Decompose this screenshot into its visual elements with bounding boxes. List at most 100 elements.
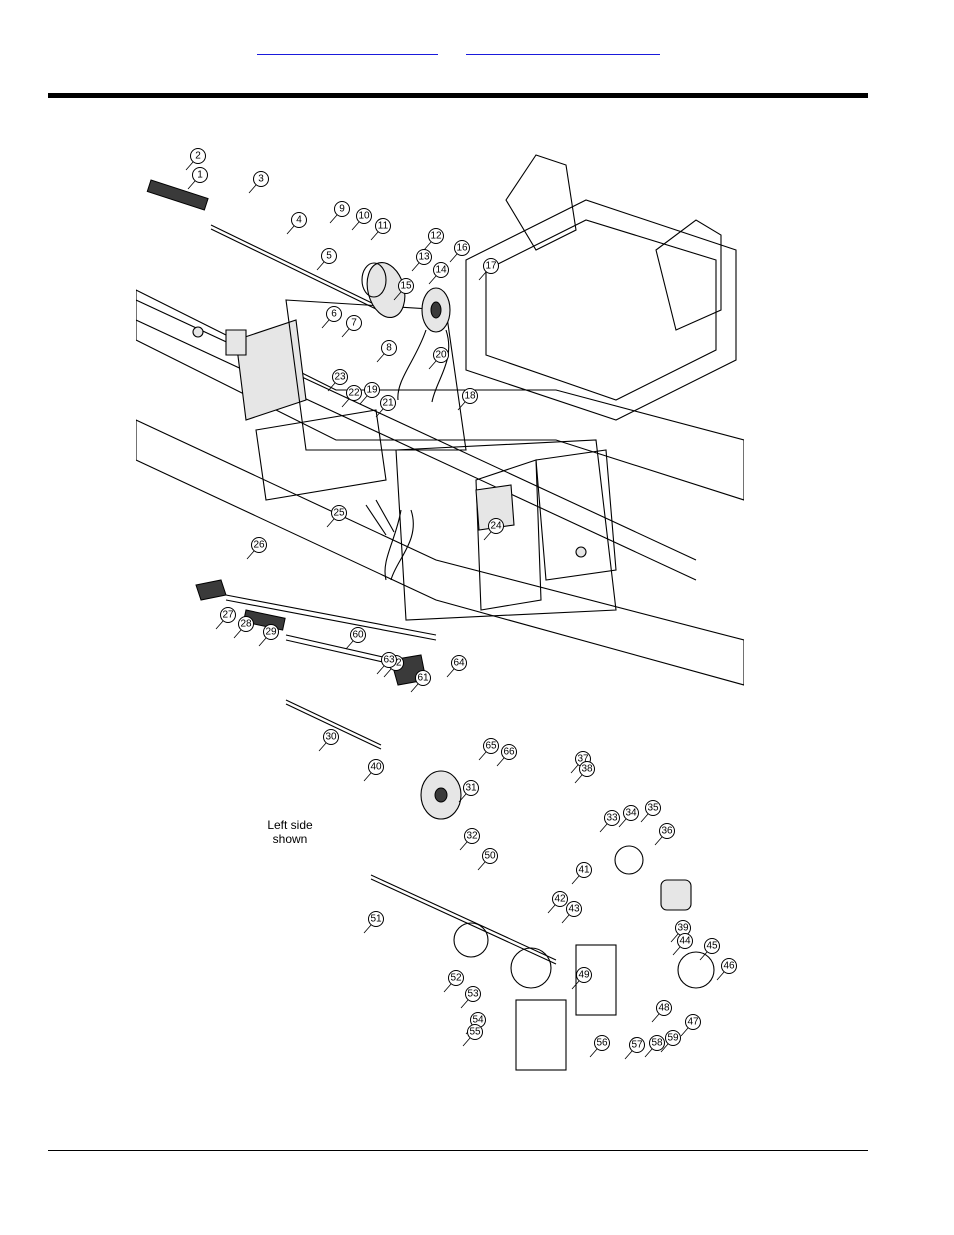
callout-13: 13 bbox=[411, 249, 432, 272]
callout-15: 15 bbox=[393, 278, 414, 301]
callout-5: 5 bbox=[316, 248, 337, 271]
svg-text:56: 56 bbox=[596, 1038, 608, 1049]
callout-6: 6 bbox=[321, 306, 342, 329]
svg-text:35: 35 bbox=[647, 803, 659, 814]
callout-29: 29 bbox=[258, 624, 279, 647]
callout-26: 26 bbox=[246, 537, 267, 560]
svg-text:28: 28 bbox=[240, 619, 252, 630]
svg-text:21: 21 bbox=[382, 398, 394, 409]
callout-47: 47 bbox=[680, 1014, 701, 1037]
svg-text:50: 50 bbox=[484, 851, 496, 862]
svg-text:9: 9 bbox=[339, 204, 345, 215]
callout-3: 3 bbox=[248, 171, 269, 194]
callout-28: 28 bbox=[233, 616, 254, 639]
svg-text:2: 2 bbox=[195, 151, 201, 162]
callout-34: 34 bbox=[618, 805, 639, 828]
svg-text:44: 44 bbox=[679, 936, 691, 947]
svg-text:59: 59 bbox=[667, 1033, 679, 1044]
svg-text:17: 17 bbox=[485, 261, 497, 272]
callout-8: 8 bbox=[376, 340, 397, 363]
callout-19: 19 bbox=[359, 382, 380, 405]
callout-50: 50 bbox=[477, 848, 498, 871]
svg-text:3: 3 bbox=[258, 174, 264, 185]
callout-24: 24 bbox=[483, 518, 504, 541]
callout-17: 17 bbox=[478, 258, 499, 281]
svg-text:51: 51 bbox=[370, 914, 382, 925]
svg-text:24: 24 bbox=[490, 521, 502, 532]
svg-text:40: 40 bbox=[370, 762, 382, 773]
callout-7: 7 bbox=[341, 315, 362, 338]
callout-46: 46 bbox=[716, 958, 737, 981]
callout-58: 58 bbox=[644, 1035, 665, 1058]
svg-text:39: 39 bbox=[677, 923, 689, 934]
svg-text:30: 30 bbox=[325, 732, 337, 743]
callout-35: 35 bbox=[640, 800, 661, 823]
svg-text:58: 58 bbox=[651, 1038, 663, 1049]
callout-23: 23 bbox=[327, 369, 348, 392]
svg-text:48: 48 bbox=[658, 1003, 670, 1014]
callout-53: 53 bbox=[460, 986, 481, 1009]
nav-link-1[interactable] bbox=[257, 40, 438, 55]
svg-text:26: 26 bbox=[253, 540, 265, 551]
callout-12: 12 bbox=[423, 228, 444, 251]
svg-text:31: 31 bbox=[465, 783, 477, 794]
callout-41: 41 bbox=[571, 862, 592, 885]
svg-text:5: 5 bbox=[326, 251, 332, 262]
callout-11: 11 bbox=[370, 218, 391, 241]
svg-text:7: 7 bbox=[351, 318, 357, 329]
callout-labels: 1234567891011121314151617181920212223242… bbox=[185, 148, 737, 1060]
callout-2: 2 bbox=[185, 148, 206, 171]
svg-text:4: 4 bbox=[296, 215, 302, 226]
callout-61: 61 bbox=[410, 670, 431, 693]
note-line: Left side shown bbox=[267, 818, 313, 846]
callout-60: 60 bbox=[345, 627, 366, 650]
svg-text:47: 47 bbox=[687, 1017, 699, 1028]
svg-text:65: 65 bbox=[485, 741, 497, 752]
svg-text:12: 12 bbox=[430, 231, 442, 242]
svg-text:34: 34 bbox=[625, 808, 637, 819]
svg-text:32: 32 bbox=[466, 831, 478, 842]
svg-text:33: 33 bbox=[606, 813, 618, 824]
svg-text:41: 41 bbox=[578, 865, 590, 876]
callout-33: 33 bbox=[599, 810, 620, 833]
nav-link-2[interactable] bbox=[466, 40, 660, 55]
svg-text:27: 27 bbox=[222, 610, 234, 621]
callout-51: 51 bbox=[363, 911, 384, 934]
callout-9: 9 bbox=[329, 201, 350, 224]
svg-text:61: 61 bbox=[417, 673, 429, 684]
callout-32: 32 bbox=[459, 828, 480, 851]
callout-52: 52 bbox=[443, 970, 464, 993]
callout-30: 30 bbox=[318, 729, 339, 752]
svg-text:43: 43 bbox=[568, 904, 580, 915]
callout-40: 40 bbox=[363, 759, 384, 782]
svg-text:14: 14 bbox=[435, 265, 447, 276]
callout-44: 44 bbox=[672, 933, 693, 956]
callout-36: 36 bbox=[654, 823, 675, 846]
svg-text:1: 1 bbox=[197, 170, 203, 181]
svg-text:13: 13 bbox=[418, 252, 430, 263]
svg-text:37: 37 bbox=[577, 754, 589, 765]
callout-48: 48 bbox=[651, 1000, 672, 1023]
svg-text:55: 55 bbox=[469, 1027, 481, 1038]
svg-text:16: 16 bbox=[456, 243, 468, 254]
callout-66: 66 bbox=[496, 744, 517, 767]
callout-59: 59 bbox=[660, 1030, 681, 1053]
svg-text:6: 6 bbox=[331, 309, 337, 320]
callout-18: 18 bbox=[457, 388, 478, 411]
svg-text:53: 53 bbox=[467, 989, 479, 1000]
callout-4: 4 bbox=[286, 212, 307, 235]
callout-14: 14 bbox=[428, 262, 449, 285]
svg-text:46: 46 bbox=[723, 961, 735, 972]
svg-text:52: 52 bbox=[450, 973, 462, 984]
callout-22: 22 bbox=[341, 385, 362, 408]
svg-text:23: 23 bbox=[334, 372, 346, 383]
callout-38: 38 bbox=[574, 761, 595, 784]
svg-text:20: 20 bbox=[435, 350, 447, 361]
svg-text:60: 60 bbox=[352, 630, 364, 641]
callout-63: 63 bbox=[376, 652, 397, 675]
svg-text:36: 36 bbox=[661, 826, 673, 837]
left-side-note: Left side shown bbox=[254, 818, 326, 846]
callout-55: 55 bbox=[462, 1024, 483, 1047]
callout-56: 56 bbox=[589, 1035, 610, 1058]
callout-20: 20 bbox=[428, 347, 449, 370]
